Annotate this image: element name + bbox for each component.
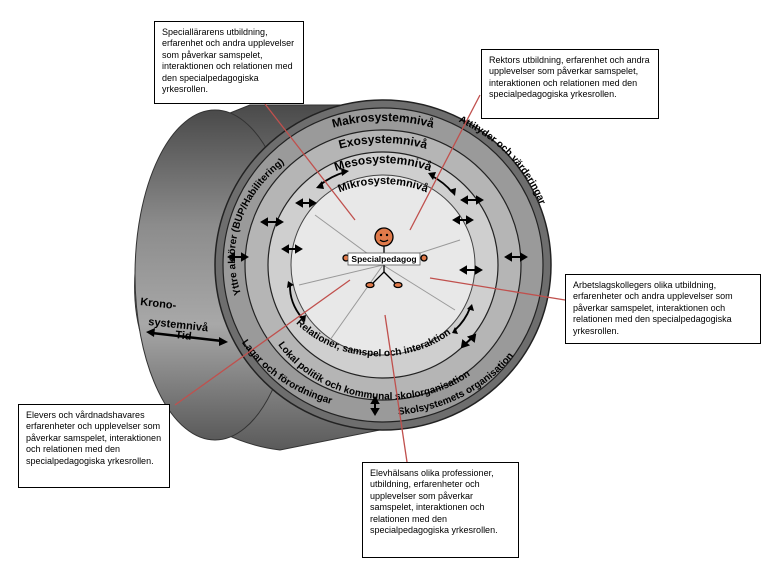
arrow-icon xyxy=(460,195,484,205)
center-label: Specialpedagog xyxy=(351,254,416,264)
meso-arrowheads xyxy=(287,168,474,334)
arrow-icon xyxy=(504,252,528,262)
face-icon xyxy=(374,227,394,247)
callout-elevhalsa: Elevhälsans olika professioner, utbildni… xyxy=(362,462,519,558)
connector-lines xyxy=(174,94,566,463)
arrow-icon xyxy=(452,215,474,225)
callout-speciallarare: Speciallärarens utbildning, erfarenhet o… xyxy=(154,21,304,104)
tid-label: Tid xyxy=(175,329,193,343)
makro-label: Makrosystemnivå xyxy=(330,110,435,131)
arrow-icon xyxy=(370,396,380,416)
arrow-icon xyxy=(227,252,249,262)
krono-arrow xyxy=(146,328,228,346)
exo-label: Exosystemnivå xyxy=(337,132,429,152)
arrow-icon xyxy=(460,333,477,349)
callout-rektor: Rektors utbildning, erfarenhet och andra… xyxy=(481,49,659,119)
level-arrows xyxy=(227,195,528,416)
arrow-icon xyxy=(295,198,317,208)
krono-label-line1: Krono- xyxy=(140,296,178,312)
arrow-icon xyxy=(260,217,284,227)
center-label-box xyxy=(347,252,421,266)
arrow-icon xyxy=(459,265,483,275)
arrow-icon xyxy=(281,244,303,254)
callout-elever: Elevers och vårdnadshavares erfarenheter… xyxy=(18,404,170,488)
callout-arbetslag: Arbetslagskollegers olika utbildning, er… xyxy=(565,274,761,344)
